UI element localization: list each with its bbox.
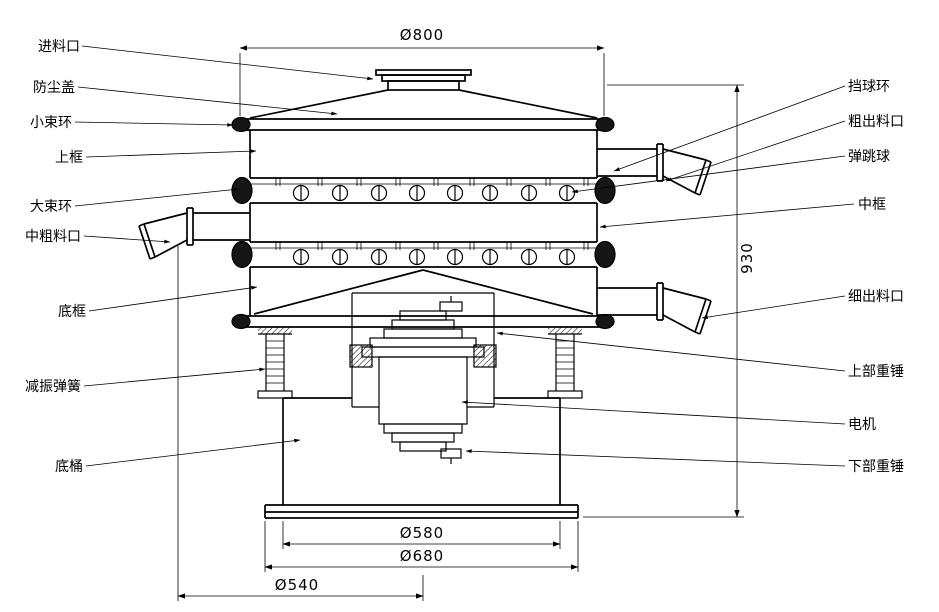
label-bouncing-ball: 弹跳球: [848, 149, 890, 165]
label-small-clamp-ring: 小束环: [30, 115, 72, 131]
label-base-barrel: 底桶: [55, 459, 83, 475]
label-motor: 电机: [848, 417, 876, 433]
label-bottom-frame: 底框: [58, 304, 86, 320]
dimension-labels: Ø800 930 Ø580 Ø680 Ø540: [275, 26, 756, 594]
left-spring: [257, 327, 293, 399]
mount-bolt-left: [349, 344, 373, 368]
middle-frame: [249, 203, 598, 242]
ball-stop-ring-right: [594, 176, 616, 205]
base-barrel: [264, 397, 579, 519]
label-coarse-outlet: 粗出料口: [848, 114, 904, 130]
dim-base-diameter: Ø540: [275, 576, 319, 594]
sieve-deck-lower: [231, 240, 616, 269]
sieve-deck-upper: [231, 176, 616, 205]
label-middle-outlet: 中粗料口: [25, 229, 81, 245]
dim-barrel-diameter: Ø580: [400, 524, 444, 542]
big-clamp-ring-right: [594, 240, 616, 269]
motor-assembly: [349, 292, 497, 464]
leader-lines: [74, 45, 855, 467]
label-ball-stop-ring: 挡球环: [848, 79, 890, 95]
label-dust-cover: 防尘盖: [33, 80, 75, 96]
lower-weight: [383, 423, 463, 464]
label-feed-inlet: 进料口: [38, 39, 80, 55]
dimension-lines: [177, 45, 744, 601]
label-lower-weight: 下部重锤: [848, 459, 904, 475]
upper-frame: [249, 130, 598, 178]
label-big-clamp-ring: 大束环: [30, 199, 72, 215]
part-labels: 进料口 防尘盖 小束环 上框 大束环 中粗料口 底框 减振弹簧 底桶 挡球环 粗…: [25, 39, 904, 475]
dim-overall-height: 930: [738, 242, 756, 274]
label-middle-frame: 中框: [858, 197, 886, 213]
feed-inlet: [375, 69, 472, 91]
label-upper-weight: 上部重锤: [848, 364, 904, 380]
small-clamp-ring: [231, 116, 615, 133]
label-damping-spring: 减振弹簧: [25, 379, 81, 395]
label-fine-outlet: 细出料口: [848, 289, 904, 305]
big-clamp-ring-left: [231, 240, 253, 269]
bottom-frame: [249, 267, 598, 316]
mount-bolt-right: [473, 344, 497, 368]
label-upper-frame: 上框: [55, 150, 83, 166]
dim-top-diameter: Ø800: [400, 26, 444, 44]
dust-cover: [249, 89, 598, 119]
dim-flange-diameter: Ø680: [400, 547, 444, 565]
ball-stop-ring-left: [231, 176, 253, 205]
